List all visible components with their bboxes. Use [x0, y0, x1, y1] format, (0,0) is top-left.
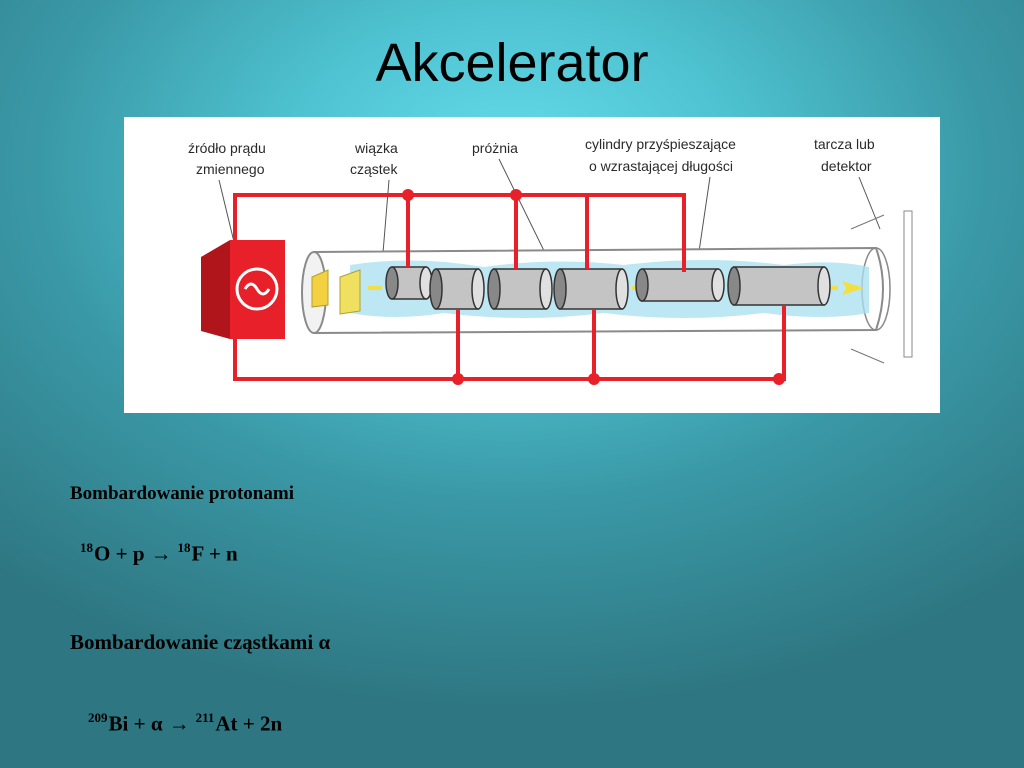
- heading-proton-bombardment: Bombardowanie protonami: [70, 483, 294, 504]
- heading-alpha-bombardment: Bombardowanie cząstkami α: [70, 630, 331, 654]
- pointer-target: [858, 176, 881, 230]
- slide-title: Akcelerator: [375, 33, 649, 93]
- label-source-line1: źródło prądu: [188, 140, 266, 156]
- eq1-products: F + n: [191, 541, 238, 566]
- pointer-vacuum: [498, 158, 553, 268]
- drift-cylinders: [385, 266, 831, 310]
- cylinder-6: [727, 266, 831, 306]
- eq1-reactants: O + p: [94, 541, 145, 566]
- accelerator-svg: źródło prądu zmiennego wiązka cząstek pr…: [188, 136, 913, 385]
- label-beam-line1: wiązka: [354, 140, 398, 156]
- label-target-line2: detektor: [821, 158, 872, 174]
- label-source-line2: zmiennego: [196, 161, 265, 177]
- eq1-mass-b: 18: [177, 540, 191, 555]
- label-cylinders-line2: o wzrastającej długości: [589, 158, 733, 174]
- eq2-mass-b: 211: [195, 710, 215, 725]
- label-vacuum: próżnia: [472, 140, 518, 156]
- eq2-products: At + 2n: [215, 711, 283, 736]
- pointer-source: [218, 179, 235, 243]
- accelerator-diagram: źródło prądu zmiennego wiązka cząstek pr…: [124, 117, 940, 413]
- target-detector: [850, 210, 913, 364]
- eq1-mass-a: 18: [80, 540, 94, 555]
- cylinder-1: [385, 266, 433, 300]
- cylinder-3: [487, 268, 553, 310]
- equation-alpha: 209Bi + α→ 211At + 2n: [88, 710, 282, 736]
- arrow-right-icon: [842, 281, 864, 295]
- ac-source-icon: [235, 267, 279, 311]
- ac-source: [201, 240, 285, 339]
- arrow-right-icon: →: [150, 541, 172, 566]
- wires: [233, 193, 786, 381]
- cylinder-2: [429, 268, 485, 310]
- eq2-reactants: Bi + α: [108, 711, 163, 736]
- wire-junctions: [402, 189, 785, 385]
- ion-source: [311, 269, 361, 315]
- cylinder-4: [553, 268, 629, 310]
- label-beam-line2: cząstek: [350, 161, 398, 177]
- eq2-mass-a: 209: [88, 710, 108, 725]
- cylinder-5: [635, 268, 725, 302]
- label-cylinders-line1: cylindry przyśpieszające: [585, 136, 736, 152]
- label-target-line1: tarcza lub: [814, 136, 875, 152]
- equation-proton: 18O + p→18F + n: [80, 540, 238, 566]
- arrow-right-icon: →: [168, 711, 190, 736]
